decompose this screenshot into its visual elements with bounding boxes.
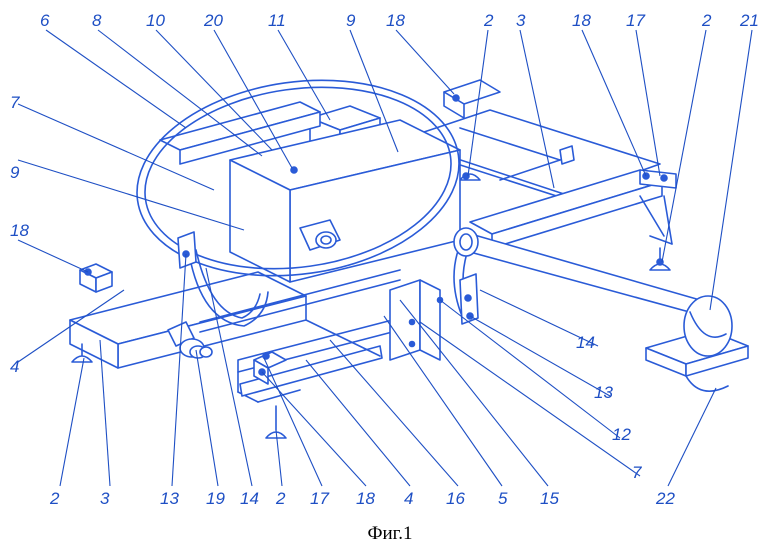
callout-bottom-11: 15	[540, 489, 559, 508]
callout-top-11: 2	[701, 11, 712, 30]
callout-bottom-6: 17	[310, 489, 329, 508]
callout-top-6: 18	[386, 11, 405, 30]
callout-bottom-10: 5	[498, 489, 508, 508]
callout-bottom-8: 4	[404, 489, 413, 508]
callout-bottom-4: 14	[240, 489, 259, 508]
callout-top-8: 3	[516, 11, 526, 30]
callout-left-3: 4	[10, 357, 19, 376]
callout-top-0: 6	[40, 11, 50, 30]
callout-bottom-7: 18	[356, 489, 375, 508]
callout-top-3: 20	[203, 11, 223, 30]
callout-right-1: 13	[594, 383, 613, 402]
callout-bottom-9: 16	[446, 489, 465, 508]
callout-top-10: 17	[626, 11, 645, 30]
callout-right-0: 14	[576, 333, 595, 352]
head-21	[684, 296, 732, 356]
callout-top-4: 11	[268, 11, 286, 30]
figure-caption: Фиг.1	[0, 523, 780, 545]
callout-top-1: 8	[92, 11, 102, 30]
callouts-top: 6 8 10 20 11 9 18 2 3 18 17 2 21	[40, 11, 759, 30]
callouts-bottom: 2 3 13 19 14 2 17 18 4 16 5 15 22	[49, 489, 675, 508]
callout-bottom-1: 3	[100, 489, 110, 508]
callout-top-5: 9	[346, 11, 356, 30]
callout-top-12: 21	[739, 11, 759, 30]
callout-bottom-5: 2	[275, 489, 286, 508]
callouts-right: 14 13 12 7	[576, 333, 642, 482]
vertical-plate	[390, 280, 440, 360]
main-beam	[160, 102, 460, 282]
callout-top-7: 2	[483, 11, 494, 30]
callout-right-3: 7	[632, 463, 642, 482]
corner-block-left	[80, 264, 112, 292]
callout-left-1: 9	[10, 163, 20, 182]
callout-left-0: 7	[10, 93, 20, 112]
callout-bottom-2: 13	[160, 489, 179, 508]
callout-bottom-3: 19	[206, 489, 225, 508]
callout-top-9: 18	[572, 11, 591, 30]
callout-bottom-12: 22	[655, 489, 675, 508]
base-frame	[70, 270, 400, 402]
callout-top-2: 10	[146, 11, 165, 30]
callout-bottom-0: 2	[49, 489, 60, 508]
callouts-left: 7 9 18 4	[10, 93, 29, 376]
callout-right-2: 12	[612, 425, 631, 444]
callout-left-2: 18	[10, 221, 29, 240]
